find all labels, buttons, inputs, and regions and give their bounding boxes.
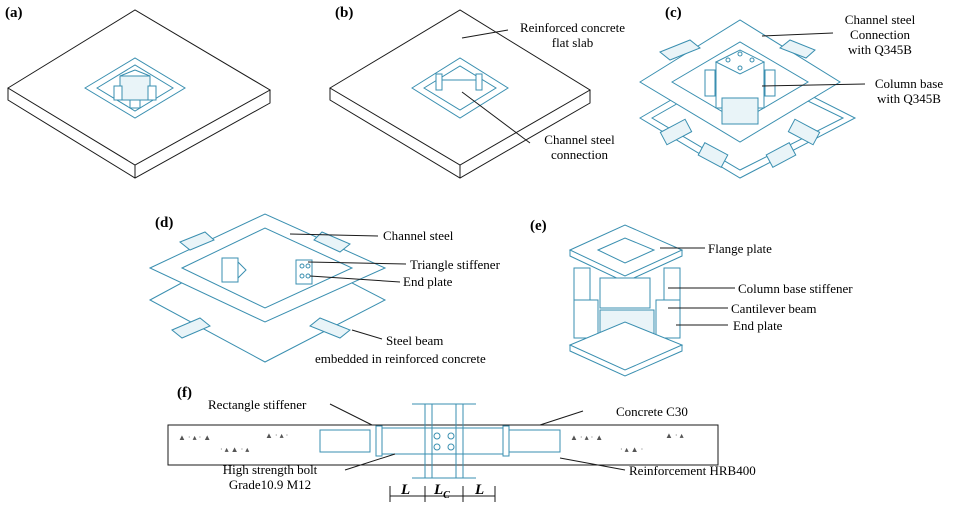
f-bolt-line1: High strength bolt <box>222 462 318 477</box>
panel-c-assembly <box>639 19 866 179</box>
svg-text:▲ · ▴: ▲ · ▴ <box>665 431 684 440</box>
channel-connection-line1: Channel steel <box>544 132 615 147</box>
svg-text:· ▴ ▲ ·: · ▴ ▲ · <box>620 445 643 454</box>
column-base-q345b-label: Column base with Q345B <box>863 76 955 106</box>
panel-b-connection <box>435 73 483 91</box>
f-bolt-label: High strength bolt Grade10.9 M12 <box>195 462 345 492</box>
d-end-plate-label: End plate <box>403 274 453 289</box>
panel-f-section: ▲ · ▴ · ▲ · ▴ ▲ · ▴ ▲ · ▴ · ▲ · ▴ · ▲ · … <box>167 403 719 502</box>
f-bolt-line2: Grade10.9 M12 <box>228 477 312 492</box>
panel-b-slab <box>329 9 591 179</box>
dim-lc-sub: C <box>443 490 450 501</box>
panel-f-label: (f) <box>177 385 192 401</box>
d-triangle-stiffener-label: Triangle stiffener <box>410 257 500 272</box>
d-steel-beam-label: Steel beam <box>386 333 444 348</box>
d-channel-steel-label: Channel steel <box>383 228 454 243</box>
channel-q345b-line2: Connection <box>850 27 910 42</box>
panel-d-label: (d) <box>155 215 174 231</box>
dim-lc: LC <box>434 482 450 501</box>
panel-a-connection <box>113 69 157 109</box>
e-column-base-stiffener-label: Column base stiffener <box>738 281 853 296</box>
svg-text:▲ · ▴ · ▲: ▲ · ▴ · ▲ <box>178 433 211 442</box>
panel-e-assembly <box>568 224 735 377</box>
slab-label-line1: Reinforced concrete <box>519 20 626 35</box>
dim-lc-main: L <box>434 482 444 498</box>
channel-q345b-line1: Channel steel <box>844 12 916 27</box>
panel-d-stiffeners <box>221 257 313 285</box>
slab-label: Reinforced concrete flat slab <box>505 20 640 50</box>
svg-text:▲ · ▴ · ▲: ▲ · ▴ · ▲ <box>570 433 603 442</box>
panel-f-aggregate: ▲ · ▴ · ▲ · ▴ ▲ · ▴ ▲ · ▴ · ▲ · ▴ · ▲ · … <box>178 431 684 454</box>
e-cantilever-beam-label: Cantilever beam <box>731 301 817 316</box>
panel-d-assembly <box>148 213 407 363</box>
e-flange-plate-label: Flange plate <box>708 241 772 256</box>
dim-l-right: L <box>475 482 485 498</box>
f-concrete-label: Concrete C30 <box>616 404 688 419</box>
svg-text:▲ · ▴ ·: ▲ · ▴ · <box>265 431 288 440</box>
f-rectangle-stiffener-label: Rectangle stiffener <box>208 397 307 412</box>
channel-steel-q345b-label: Channel steel Connection with Q345B <box>832 12 928 57</box>
panel-f-dimension-lines <box>389 486 496 502</box>
panel-c-label: (c) <box>665 5 682 21</box>
slab-label-line2: flat slab <box>551 35 594 50</box>
column-base-line2: with Q345B <box>877 91 941 106</box>
channel-connection-line2: connection <box>550 147 609 162</box>
panel-e-label: (e) <box>530 218 547 234</box>
f-reinforcement-label: Reinforcement HRB400 <box>629 463 756 478</box>
channel-connection-label: Channel steel connection <box>532 132 627 162</box>
d-steel-beam-embedded-label: embedded in reinforced concrete <box>315 351 486 366</box>
dim-l-left: L <box>401 482 411 498</box>
e-end-plate-label: End plate <box>733 318 783 333</box>
panel-b-label: (b) <box>335 5 354 21</box>
panel-a-label: (a) <box>5 5 23 21</box>
channel-q345b-line3: with Q345B <box>848 42 912 57</box>
svg-text:· ▴ ▲ · ▴: · ▴ ▲ · ▴ <box>220 445 249 454</box>
column-base-line1: Column base <box>874 76 944 91</box>
panel-a-slab <box>7 9 272 179</box>
